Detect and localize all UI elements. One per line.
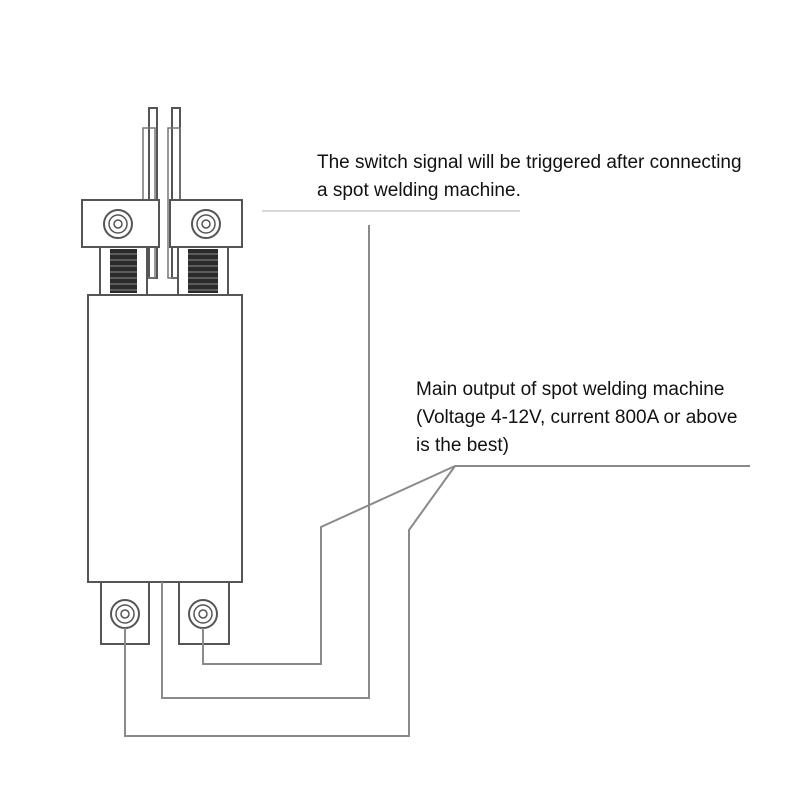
- screw-icon: [188, 599, 218, 629]
- bottom-terminal-right: [178, 581, 230, 645]
- screw-icon: [103, 209, 133, 239]
- screw-icon: [191, 209, 221, 239]
- coil-right: [177, 246, 229, 296]
- switch-signal-note-line-2: a spot welding machine.: [317, 180, 521, 201]
- switch-signal-note-line-1: The switch signal will be triggered afte…: [317, 152, 742, 173]
- switch-signal-note: The switch signal will be triggered afte…: [317, 149, 742, 205]
- switch-signal-wire: [161, 225, 370, 699]
- main-output-note-line-1: Main output of spot welding machine: [416, 379, 725, 400]
- screw-icon: [110, 599, 140, 629]
- trigger-leads: [142, 107, 181, 279]
- top-terminal-block-right: [169, 199, 243, 248]
- main-output-wire-a: [202, 465, 456, 665]
- coil-left: [99, 246, 148, 296]
- wiring: [124, 210, 750, 737]
- main-output-note-line-2: (Voltage 4-12V, current 800A or above: [416, 407, 738, 428]
- trigger-lead-left: [148, 107, 158, 279]
- main-output-wire-b: [124, 465, 456, 737]
- main-output-note: Main output of spot welding machine (Vol…: [416, 376, 737, 460]
- top-terminal-block-left: [81, 199, 160, 248]
- bottom-terminal-left: [100, 581, 150, 645]
- module-body: [87, 294, 243, 583]
- main-output-note-line-3: is the best): [416, 435, 509, 456]
